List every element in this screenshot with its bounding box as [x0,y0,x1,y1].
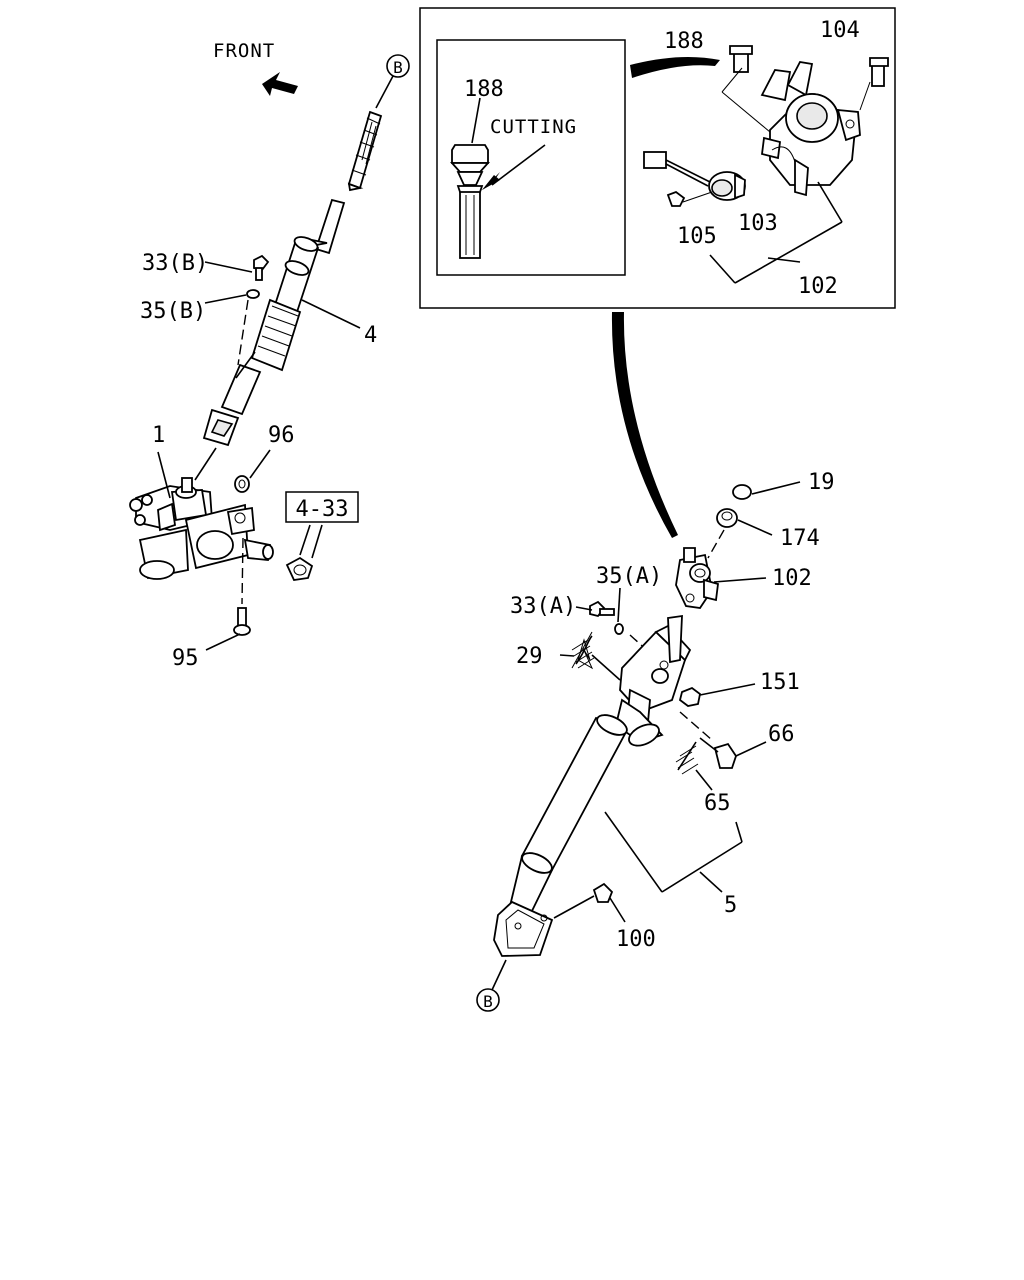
callout-102: 102 [772,566,812,591]
callout-188-inset: 188 [464,77,504,102]
callout-102-inset: 102 [798,274,838,299]
callout-5: 5 [724,893,737,918]
callout-104: 104 [820,18,860,43]
callout-19: 19 [808,470,835,495]
clip-19 [732,484,752,500]
callout-105: 105 [677,224,717,249]
front-arrow [262,72,298,96]
callout-151: 151 [760,670,800,695]
steering-gear-box [129,477,274,580]
detail-arrow [611,312,678,538]
callout-95: 95 [172,646,199,671]
steering-column-tube [493,714,628,957]
callout-35b: 35(B) [140,299,206,324]
callout-4: 4 [364,323,377,348]
connector-b-bottom-label: B [483,992,493,1011]
intermediate-shaft [202,110,383,447]
cut-bolt-188 [449,144,491,259]
callout-100: 100 [616,927,656,952]
callout-29: 29 [516,644,543,669]
ref-box-label: 4-33 [296,497,349,522]
connector-b-top [386,54,410,78]
connector-b-bottom [476,988,500,1012]
callout-35a: 35(A) [596,564,662,589]
steering-lock-102 [675,547,719,609]
callout-188: 188 [664,29,704,54]
callout-103: 103 [738,211,778,236]
callout-96: 96 [268,423,295,448]
curved-arrow [630,56,720,78]
cutting-label: CUTTING [490,116,577,138]
steering-column-head [614,614,692,747]
callout-174: 174 [780,526,820,551]
connector-b-top-label: B [393,58,403,77]
callout-1: 1 [152,423,165,448]
callout-66: 66 [768,722,795,747]
callout-65: 65 [704,791,731,816]
front-label: FRONT [213,40,275,62]
detail-inset [419,7,896,309]
callout-33a: 33(A) [510,594,576,619]
steering-lock-assembly [643,45,889,207]
ref-box [285,491,359,523]
callout-33b: 33(B) [142,251,208,276]
